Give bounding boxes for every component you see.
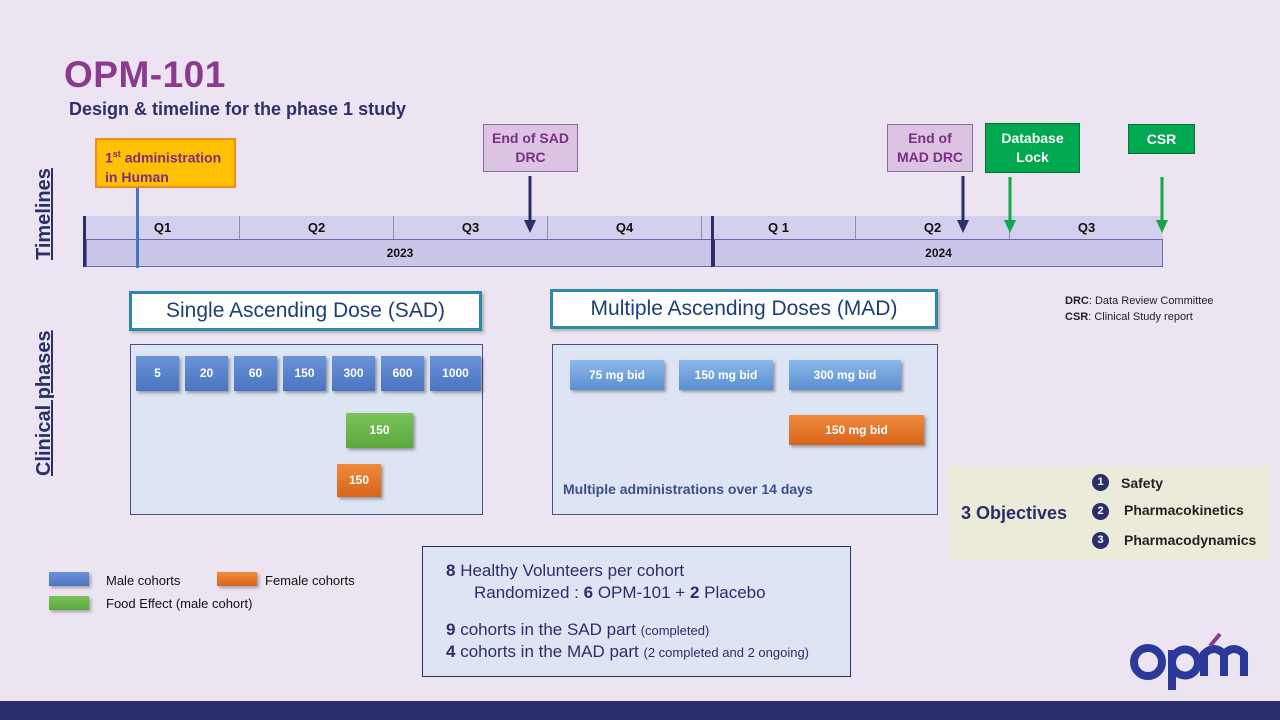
info-text: OPM-101 +: [593, 583, 690, 602]
csr-arrow: [1156, 177, 1168, 233]
mad-title: Multiple Ascending Doses (MAD): [550, 289, 938, 329]
objective-number-badge: 2: [1092, 503, 1109, 520]
page-subtitle: Design & timeline for the phase 1 study: [69, 99, 407, 119]
end-mad-arrow: [957, 176, 969, 233]
timeline-start-line: [83, 216, 86, 267]
abbrev-def: : Data Review Committee: [1088, 295, 1214, 307]
end-mad-drc-milestone: End of MAD DRC: [887, 124, 973, 172]
quarter-cell: Q3: [394, 216, 548, 239]
quarter-cell: Q4: [548, 216, 702, 239]
quarter-cell: Q1: [86, 216, 240, 239]
objectives-panel: [948, 466, 1270, 560]
milestone-sup: st: [112, 149, 121, 159]
male-legend-swatch: [49, 572, 89, 586]
info-text: Placebo: [699, 583, 766, 602]
milestone-text: administration: [120, 149, 222, 166]
info-text: Healthy Volunteers per cohort: [455, 561, 685, 580]
sad-dose-block: 600: [381, 356, 424, 391]
sad-dose-block: 20: [185, 356, 228, 391]
info-note: (completed): [640, 623, 710, 638]
info-text: cohorts in the SAD part: [455, 620, 641, 639]
info-line-mad: 4 cohorts in the MAD part (2 completed a…: [446, 642, 809, 662]
quarter-cell: Q3: [1010, 216, 1163, 239]
milestone-text: in Human: [105, 168, 169, 185]
csr-milestone: CSR: [1128, 124, 1195, 154]
milestone-text: MAD DRC: [896, 149, 964, 165]
food-legend-label: Food Effect (male cohort): [106, 596, 253, 611]
year-row: 2023 2024: [86, 239, 1163, 267]
sad-female-block: 150: [337, 464, 381, 497]
end-sad-drc-milestone: End of SAD DRC: [483, 124, 578, 172]
mad-dose-block: 75 mg bid: [570, 360, 664, 390]
info-number: 8: [446, 561, 456, 580]
info-number: 6: [583, 583, 594, 602]
sad-dose-block: 5: [136, 356, 179, 391]
sad-dose-block: 60: [234, 356, 277, 391]
milestone-text: End of SAD: [492, 130, 569, 146]
milestone-text: Database: [1001, 130, 1064, 146]
sad-dose-block: 1000: [430, 356, 481, 391]
page-title: OPM-101: [64, 54, 226, 95]
quarter-cell: Q2: [856, 216, 1010, 239]
sad-dose-block: 150: [283, 356, 326, 391]
info-number: 2: [689, 583, 700, 602]
quarter-cell: Q 1: [702, 216, 856, 239]
year-cell: 2023: [87, 240, 715, 266]
quarter-row: Q1 Q2 Q3 Q4 Q 1 Q2 Q3: [86, 216, 1163, 239]
objectives-title: 3 Objectives: [961, 503, 1068, 523]
opm-logo: [1130, 632, 1248, 690]
info-number: 9: [446, 620, 456, 639]
info-number: 4: [446, 642, 456, 661]
first-administration-milestone: 1st administration in Human: [95, 138, 236, 188]
abbrev-key: DRC: [1065, 295, 1089, 307]
first-admin-marker-line: [136, 188, 139, 268]
objective-label: Safety: [1121, 475, 1164, 491]
info-line-randomized: Randomized : 6 OPM-101 + 2 Placebo: [474, 583, 766, 603]
year-cell: 2024: [715, 240, 1162, 266]
year-divider-line: [711, 216, 714, 267]
abbrev-key: CSR: [1065, 311, 1089, 323]
milestone-text: End of: [908, 130, 952, 146]
food-legend-swatch: [49, 596, 89, 610]
info-text: cohorts in the MAD part: [455, 642, 644, 661]
info-note: (2 completed and 2 ongoing): [643, 645, 810, 660]
female-legend-swatch: [217, 572, 257, 586]
sad-dose-block: 300: [332, 356, 375, 391]
milestone-text: DRC: [515, 149, 546, 165]
mad-dose-block: 150 mg bid: [679, 360, 773, 390]
info-line-sad: 9 cohorts in the SAD part (completed): [446, 620, 709, 640]
female-legend-label: Female cohorts: [265, 573, 355, 588]
abbreviations: DRC: Data Review Committee CSR: Clinical…: [1065, 293, 1214, 325]
abbrev-def: : Clinical Study report: [1088, 311, 1193, 323]
quarter-cell: Q2: [240, 216, 394, 239]
objective-number-badge: 3: [1092, 532, 1109, 549]
info-line-volunteers: 8 Healthy Volunteers per cohort: [446, 561, 684, 581]
milestone-text: Lock: [1016, 149, 1049, 165]
mad-note: Multiple administrations over 14 days: [563, 481, 813, 497]
info-text: Randomized :: [474, 583, 584, 602]
bottom-bar: [0, 701, 1280, 720]
objective-number-badge: 1: [1092, 474, 1109, 491]
objective-label: Pharmacodynamics: [1124, 532, 1257, 548]
male-legend-label: Male cohorts: [106, 573, 181, 588]
end-sad-arrow: [524, 176, 536, 233]
mad-female-block: 150 mg bid: [789, 415, 924, 445]
objective-label: Pharmacokinetics: [1124, 502, 1244, 518]
mad-dose-block: 300 mg bid: [789, 360, 901, 390]
cohort-info-box: [422, 546, 851, 677]
sad-title: Single Ascending Dose (SAD): [129, 291, 482, 331]
database-lock-milestone: Database Lock: [985, 123, 1080, 173]
milestone-text: 1: [105, 149, 113, 166]
sad-food-effect-block: 150: [346, 413, 413, 448]
database-lock-arrow: [1004, 177, 1016, 233]
